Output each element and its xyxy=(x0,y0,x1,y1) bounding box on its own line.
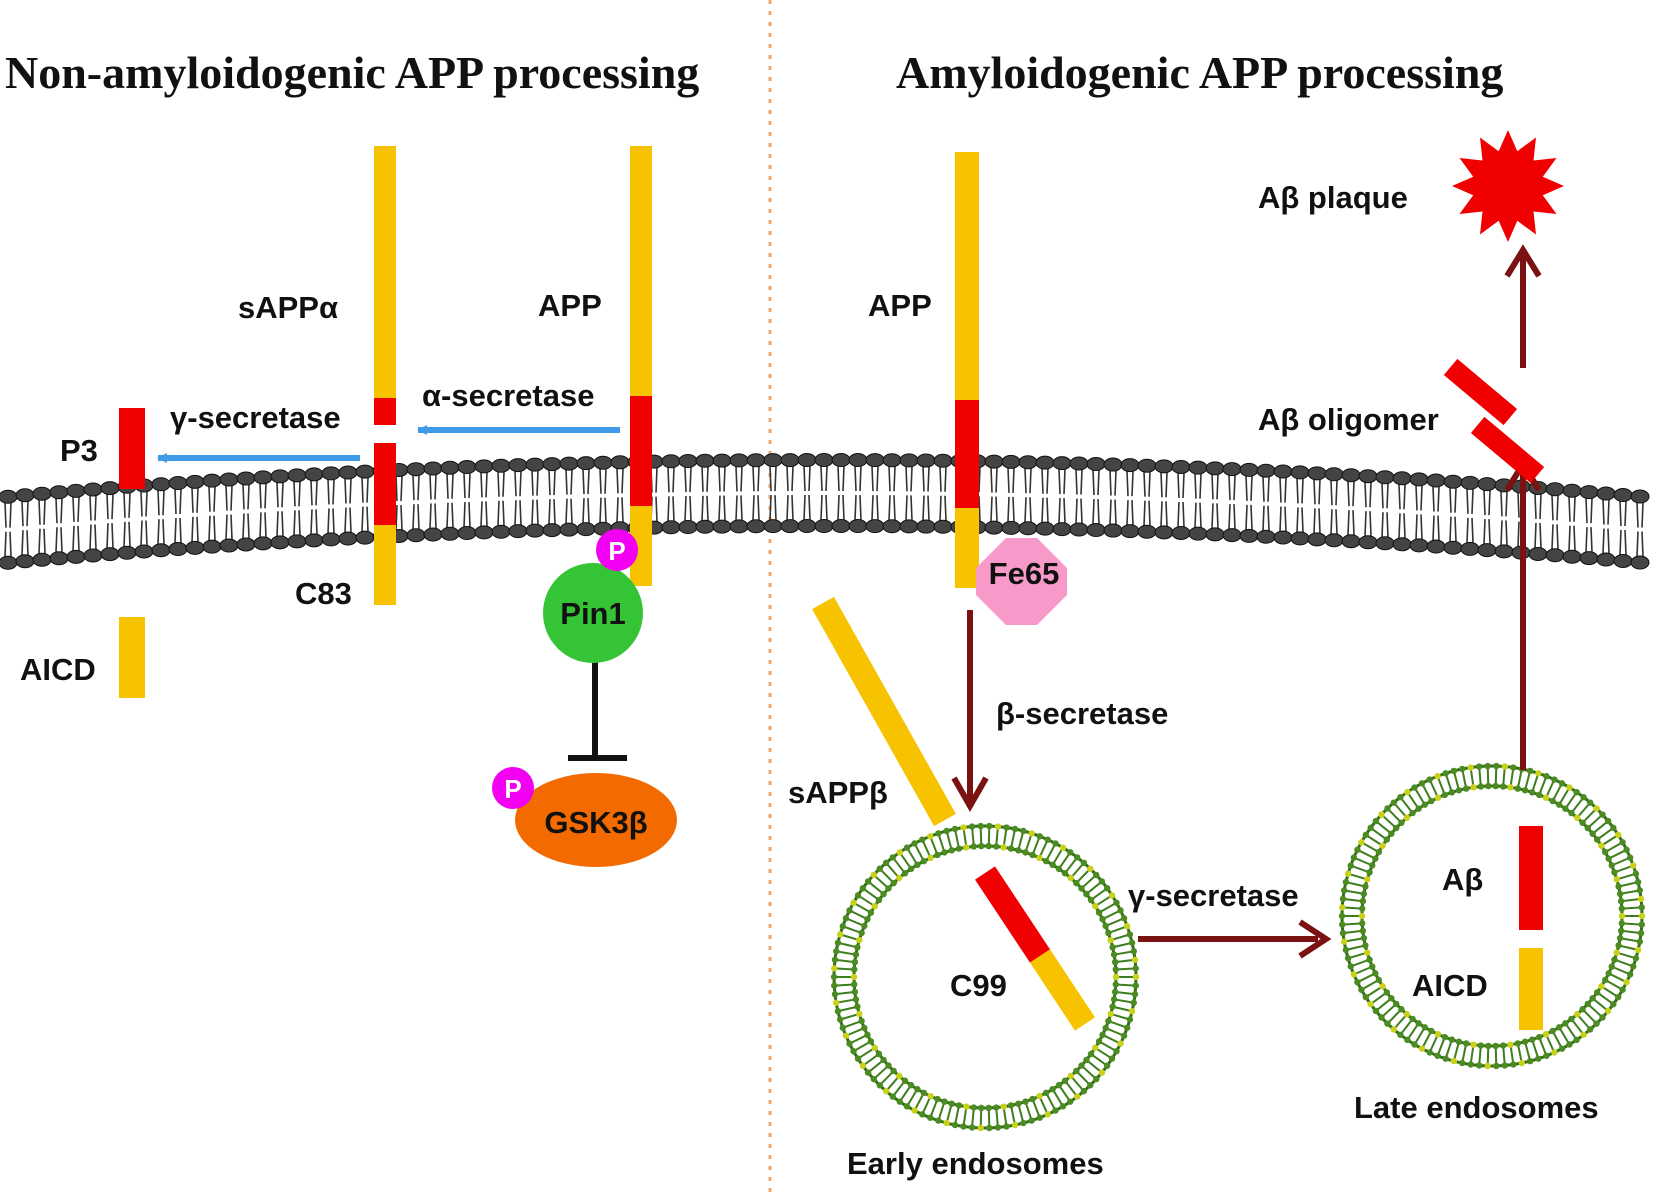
app-right-cterm xyxy=(955,508,979,588)
pin1-label: Pin1 xyxy=(560,596,625,631)
plasma-membrane xyxy=(0,454,1649,570)
sappa-label: sAPPα xyxy=(238,290,338,325)
beta-secretase-label: β-secretase xyxy=(996,696,1168,731)
c99-label: C99 xyxy=(950,968,1007,1003)
sappb-label: sAPPβ xyxy=(788,775,888,810)
p3-label: P3 xyxy=(60,433,98,468)
fe65-label: Fe65 xyxy=(989,556,1060,591)
aicd-right-label: AICD xyxy=(1412,968,1488,1003)
c83-bar xyxy=(374,525,396,605)
pin1-phospho-label: P xyxy=(608,536,625,566)
gamma-secretase-left-label: γ-secretase xyxy=(170,400,341,435)
app-left-label: APP xyxy=(538,288,602,323)
aicd-right-fragment xyxy=(1519,948,1543,1030)
late-endosome xyxy=(1339,763,1645,1069)
aicd-left-label: AICD xyxy=(20,652,96,687)
p3-fragment-cut xyxy=(374,398,396,425)
aicd-left-fragment xyxy=(119,617,145,698)
left-section-title: Non-amyloidogenic APP processing xyxy=(5,47,699,98)
p3-membrane-part xyxy=(374,443,396,525)
abeta-oligomer-icon xyxy=(1426,359,1561,483)
gsk3b-phospho-label: P xyxy=(504,774,521,804)
abeta-plaque-label: Aβ plaque xyxy=(1258,180,1408,215)
c99-abeta-part xyxy=(985,873,1040,956)
late-endosomes-label: Late endosomes xyxy=(1354,1090,1599,1125)
app-left-bar xyxy=(630,146,652,396)
app-left-abeta-region xyxy=(630,396,652,506)
abeta-label: Aβ xyxy=(1442,862,1483,897)
sappa-bar xyxy=(374,146,396,398)
abeta-fragment xyxy=(1519,826,1543,930)
app-right-label: APP xyxy=(868,288,932,323)
abeta-plaque-icon xyxy=(1452,130,1564,242)
right-section-title: Amyloidogenic APP processing xyxy=(896,47,1503,98)
app-right-abeta-region xyxy=(955,400,979,508)
gamma-secretase-right-label: γ-secretase xyxy=(1128,878,1299,913)
p3-fragment xyxy=(119,408,145,489)
gsk3b-label: GSK3β xyxy=(544,805,647,840)
c99-cterm-part xyxy=(1040,956,1085,1024)
abeta-oligomer-label: Aβ oligomer xyxy=(1258,402,1439,437)
alpha-secretase-label: α-secretase xyxy=(422,378,594,413)
app-right-bar xyxy=(955,152,979,400)
c83-label: C83 xyxy=(295,576,352,611)
early-endosomes-label: Early endosomes xyxy=(847,1146,1104,1181)
